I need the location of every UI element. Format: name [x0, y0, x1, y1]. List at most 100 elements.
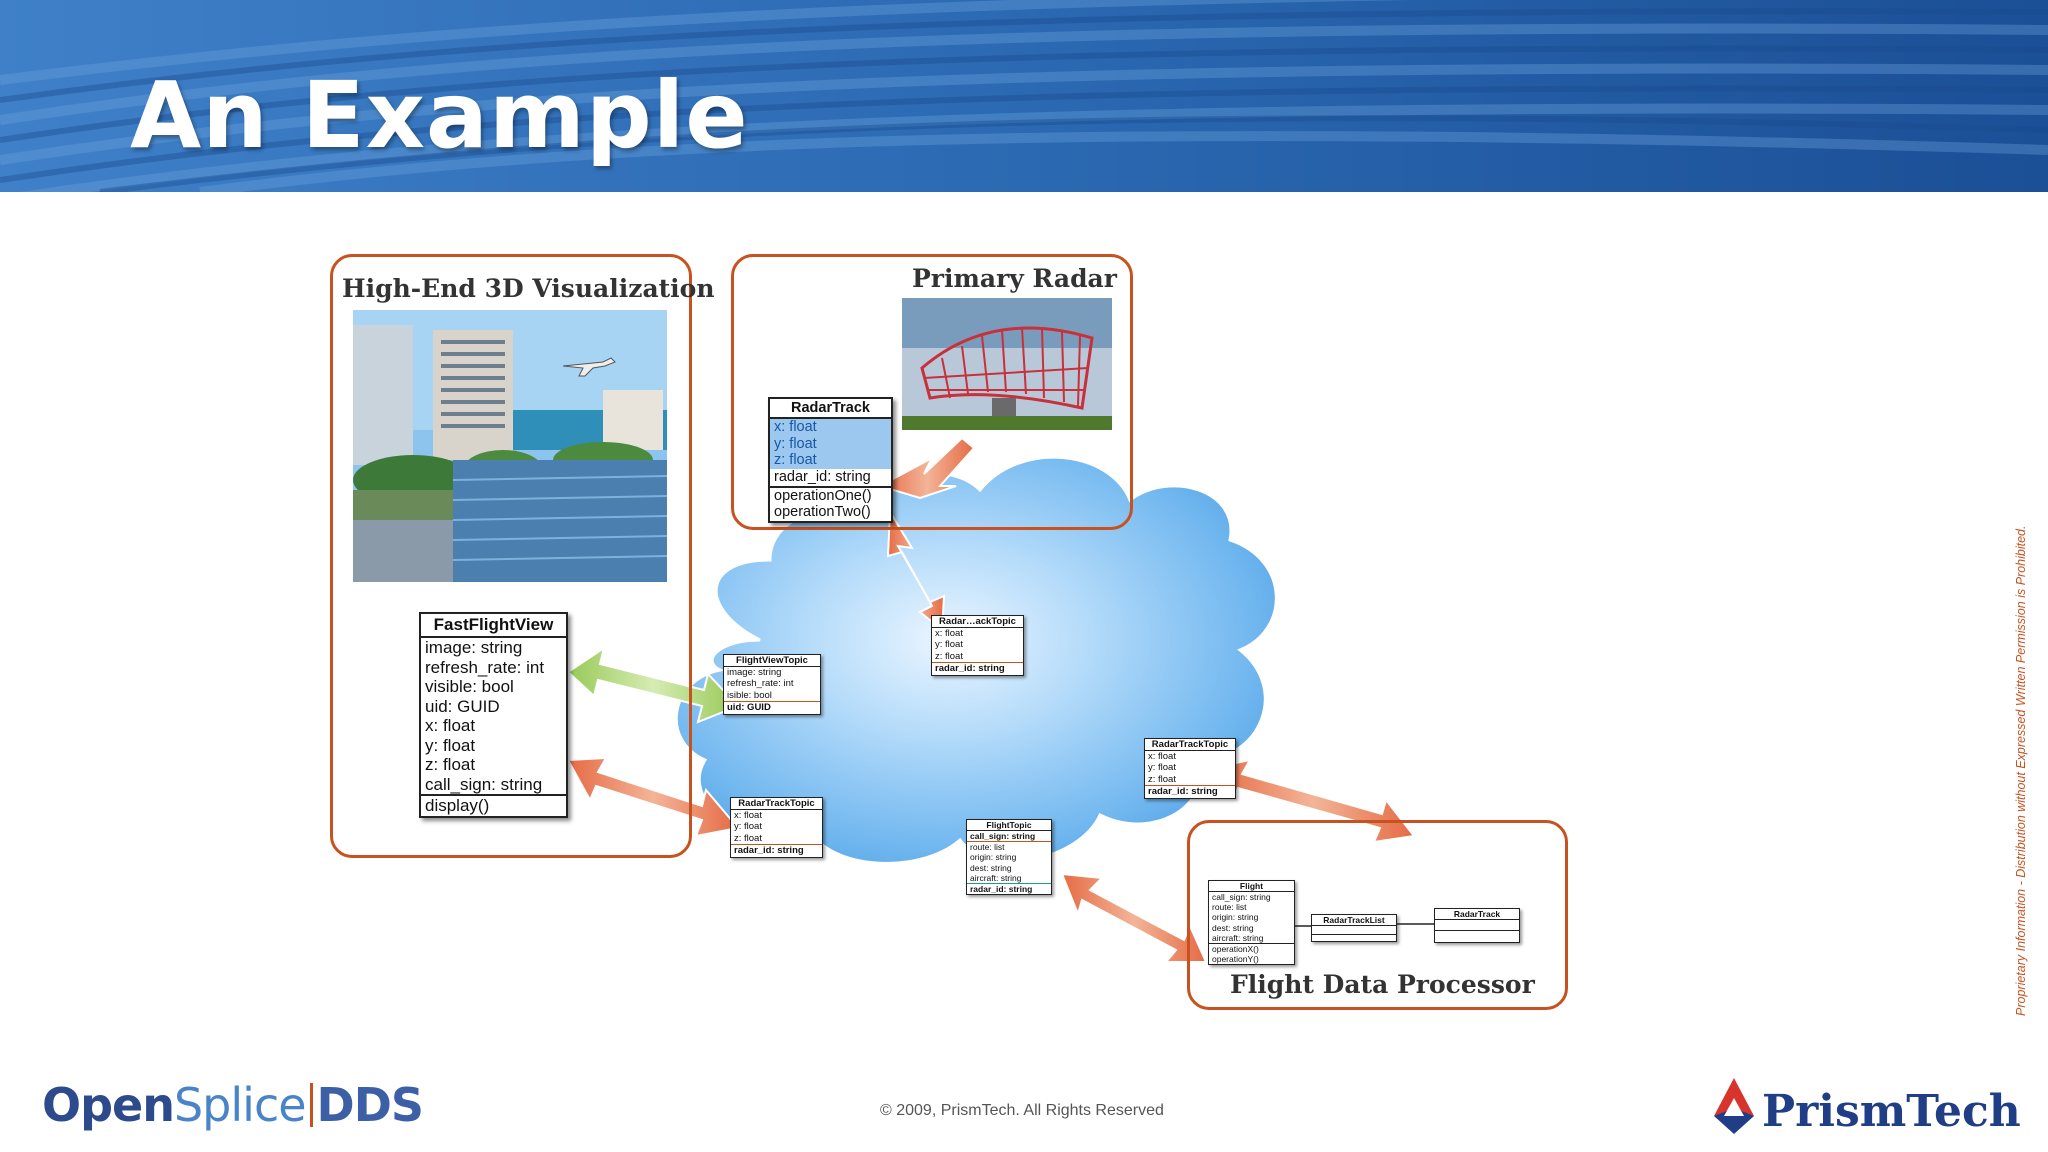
class-radar-track-small[interactable]: RadarTrack: [1434, 908, 1520, 943]
class-attributes: call_sign: string route: list origin: st…: [967, 831, 1051, 894]
class-attribute: z: float: [425, 755, 476, 775]
class-attribute: x: float: [935, 628, 963, 639]
class-attribute: dest: string: [1212, 922, 1254, 933]
arrow-orange-processor-bottom: [1060, 872, 1208, 963]
class-attributes: [1435, 920, 1519, 931]
class-fast-flight-view[interactable]: FastFlightView image: string refresh_rat…: [419, 612, 568, 818]
class-attribute: z: float: [1148, 773, 1176, 785]
class-name: RadarTrack: [1435, 909, 1519, 920]
class-attributes: image: string refresh_rate: int isible: …: [724, 667, 820, 714]
class-operation: operationX(): [1212, 943, 1259, 954]
class-attribute: route: list: [967, 841, 1051, 852]
proprietary-notice: Proprietary Information - Distribution w…: [2014, 525, 2028, 1016]
class-operations: display(): [421, 796, 566, 816]
class-attribute: refresh_rate: int: [727, 678, 794, 690]
region-title-processor: Flight Data Processor: [1230, 970, 1535, 999]
class-name: FlightTopic: [967, 820, 1051, 831]
class-attribute: y: float: [1148, 762, 1176, 774]
class-name: RadarTrackTopic: [731, 798, 822, 810]
class-attribute: y: float: [935, 639, 963, 651]
class-radar-track-topic-right[interactable]: RadarTrackTopic x: float y: float z: flo…: [1144, 738, 1236, 799]
class-attribute: x: float: [1148, 751, 1176, 762]
class-attributes: x: float y: float z: float radar_id: str…: [731, 810, 822, 857]
class-attribute: y: float: [425, 735, 476, 755]
class-attribute-highlighted: y: float: [770, 435, 891, 453]
class-operations: [1312, 935, 1396, 941]
class-attribute: y: float: [734, 821, 762, 833]
class-attribute: aircraft: string: [970, 872, 1022, 883]
logo-divider: [309, 1083, 313, 1127]
class-key-attribute: uid: GUID: [724, 701, 820, 713]
class-flight-topic[interactable]: FlightTopic call_sign: string route: lis…: [966, 819, 1052, 896]
copyright-text: © 2009, PrismTech. All Rights Reserved: [880, 1102, 1164, 1119]
class-attributes: [1312, 926, 1396, 935]
class-attributes: image: string refresh_rate: int visible:…: [421, 638, 566, 797]
class-attribute: origin: string: [970, 852, 1017, 863]
class-attribute: uid: GUID: [425, 696, 500, 716]
prismtech-logo-text: PrismTech: [1762, 1086, 2021, 1137]
class-attribute: visible: bool: [425, 677, 514, 697]
class-attribute: image: string: [425, 638, 523, 657]
class-attribute: image: string: [727, 667, 782, 678]
region-visualization: [330, 254, 692, 858]
class-key-attribute: radar_id: string: [932, 662, 1023, 674]
class-flight[interactable]: Flight call_sign: string route: list ori…: [1208, 880, 1295, 966]
class-name: RadarTrackList: [1312, 915, 1396, 926]
class-name: RadarTrack: [770, 399, 891, 419]
class-attribute: route: list: [1212, 902, 1247, 913]
class-name: RadarTrackTopic: [1145, 739, 1235, 751]
class-key-attribute: radar_id: string: [731, 844, 822, 856]
region-radar: [731, 254, 1133, 530]
class-attribute-highlighted: x: float: [770, 419, 891, 436]
class-attributes: x: float y: float z: float radar_id: str…: [770, 419, 891, 488]
logo-part: DDS: [316, 1078, 424, 1132]
class-attribute: x: float: [425, 716, 476, 736]
class-attribute: call_sign: string: [425, 774, 543, 794]
class-attribute: z: float: [935, 650, 963, 662]
region-title-visualization: High-End 3D Visualization: [342, 274, 715, 303]
logo-part: Splice: [173, 1078, 307, 1132]
class-operation: operationY(): [1212, 954, 1259, 965]
class-attribute: refresh_rate: int: [425, 657, 545, 677]
class-name: FastFlightView: [421, 614, 566, 638]
header-banner: An Example: [0, 0, 2048, 192]
class-flight-view-topic[interactable]: FlightViewTopic image: string refresh_ra…: [723, 654, 821, 715]
class-attribute: isible: bool: [727, 689, 772, 701]
prismtech-prism-icon: [1714, 1078, 1754, 1134]
class-name: FlightViewTopic: [724, 655, 820, 667]
airplane-icon: [562, 357, 616, 377]
class-attribute: aircraft: string: [1212, 932, 1264, 943]
region-processor: [1187, 820, 1568, 1010]
class-key-attribute: radar_id: string: [1145, 785, 1235, 797]
class-name: Radar…ackTopic: [932, 616, 1023, 628]
class-radar-track-topic-left[interactable]: RadarTrackTopic x: float y: float z: flo…: [730, 797, 823, 858]
class-radar-track[interactable]: RadarTrack x: float y: float z: float ra…: [768, 397, 893, 524]
class-operations: operationOne() operationTwo(): [770, 488, 891, 521]
class-operation: operationTwo(): [774, 504, 871, 521]
banner-texture: [0, 0, 2048, 192]
class-operations: operationX() operationY(): [1209, 944, 1294, 964]
class-attributes: x: float y: float z: float radar_id: str…: [932, 628, 1023, 675]
city-airplane-image: [353, 310, 667, 582]
class-operation: display(): [425, 796, 490, 816]
class-attribute: radar_id: string: [774, 469, 871, 486]
class-key-attribute: radar_id: string: [967, 882, 1051, 894]
class-attributes: x: float y: float z: float radar_id: str…: [1145, 751, 1235, 798]
class-attribute: dest: string: [970, 862, 1012, 873]
class-operations: [1435, 931, 1519, 942]
class-operation: operationOne(): [774, 487, 872, 504]
class-attribute-highlighted: z: float: [770, 452, 891, 470]
radar-antenna: [902, 298, 1112, 430]
class-attribute: call_sign: string: [1212, 892, 1271, 902]
class-attribute: x: float: [734, 810, 762, 821]
class-key-attribute: call_sign: string: [970, 831, 1036, 841]
class-radar-track-list[interactable]: RadarTrackList: [1311, 914, 1397, 942]
class-attributes: call_sign: string route: list origin: st…: [1209, 892, 1294, 944]
slide-title: An Example: [130, 62, 749, 169]
class-attribute: z: float: [734, 832, 762, 844]
class-attribute: origin: string: [1212, 912, 1259, 923]
class-name: Flight: [1209, 881, 1294, 892]
class-radar-track-topic-top[interactable]: Radar…ackTopic x: float y: float z: floa…: [931, 615, 1024, 676]
